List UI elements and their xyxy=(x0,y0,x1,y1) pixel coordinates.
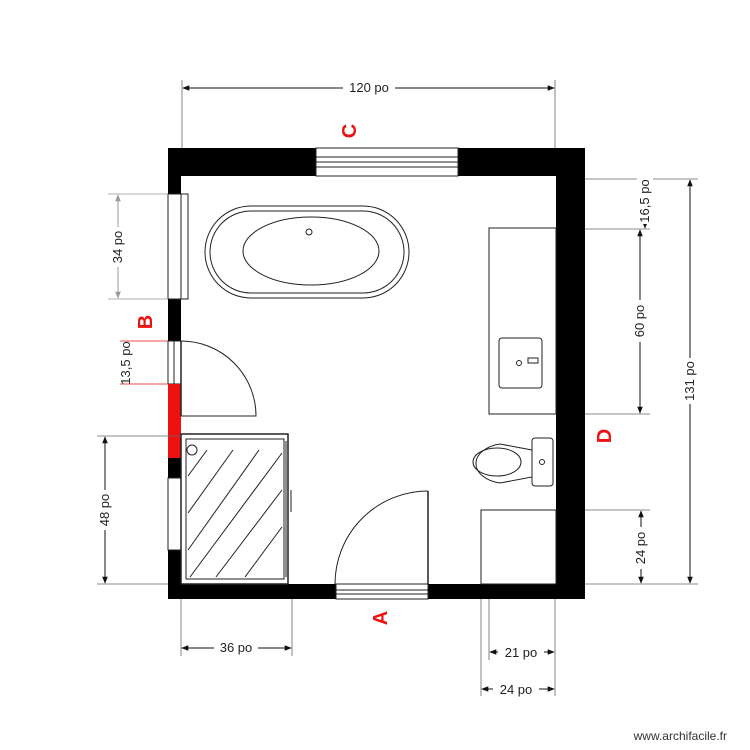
wall-label-c: C xyxy=(339,124,361,138)
dim-top-width: 120 po xyxy=(349,80,389,95)
dim-left-shower: 48 po xyxy=(97,494,112,527)
dim-right-cabinet: 24 po xyxy=(633,532,648,565)
dimension-lines xyxy=(97,78,698,698)
red-wall-segment xyxy=(168,384,181,458)
window-left[interactable] xyxy=(167,193,189,300)
vanity[interactable] xyxy=(488,227,557,415)
toilet[interactable] xyxy=(472,437,554,487)
dim-bottom-small: 21 po xyxy=(505,645,538,660)
bathtub[interactable] xyxy=(204,205,410,299)
dim-bottom-large: 24 po xyxy=(500,682,533,697)
door-left[interactable] xyxy=(167,340,257,458)
dim-right-top: 16,5 po xyxy=(637,179,652,222)
window-bottom[interactable] xyxy=(335,583,429,600)
wall-label-d: D xyxy=(594,429,616,443)
wall-label-a: A xyxy=(370,611,392,625)
shower-hatching xyxy=(187,449,283,578)
window-left-low[interactable] xyxy=(167,477,182,551)
window-top[interactable] xyxy=(315,147,459,177)
door-bottom[interactable] xyxy=(334,490,429,585)
dim-left-window: 34 po xyxy=(110,231,125,264)
shower[interactable] xyxy=(180,433,292,585)
shower-drain-icon xyxy=(186,444,198,456)
drain-icon xyxy=(305,228,313,236)
wall-label-b: B xyxy=(135,315,157,329)
dim-bottom-shower: 36 po xyxy=(220,640,253,655)
toilet-tank xyxy=(531,437,554,487)
cabinet[interactable] xyxy=(480,509,557,585)
sink-basin xyxy=(498,337,543,389)
dim-right-total: 131 po xyxy=(682,361,697,401)
dim-left-door: 13,5 po xyxy=(118,341,133,384)
wall-right xyxy=(556,148,585,599)
watermark: www.archifacile.fr xyxy=(633,729,727,743)
faucet-icon xyxy=(527,357,539,364)
dim-right-vanity: 60 po xyxy=(632,305,647,338)
